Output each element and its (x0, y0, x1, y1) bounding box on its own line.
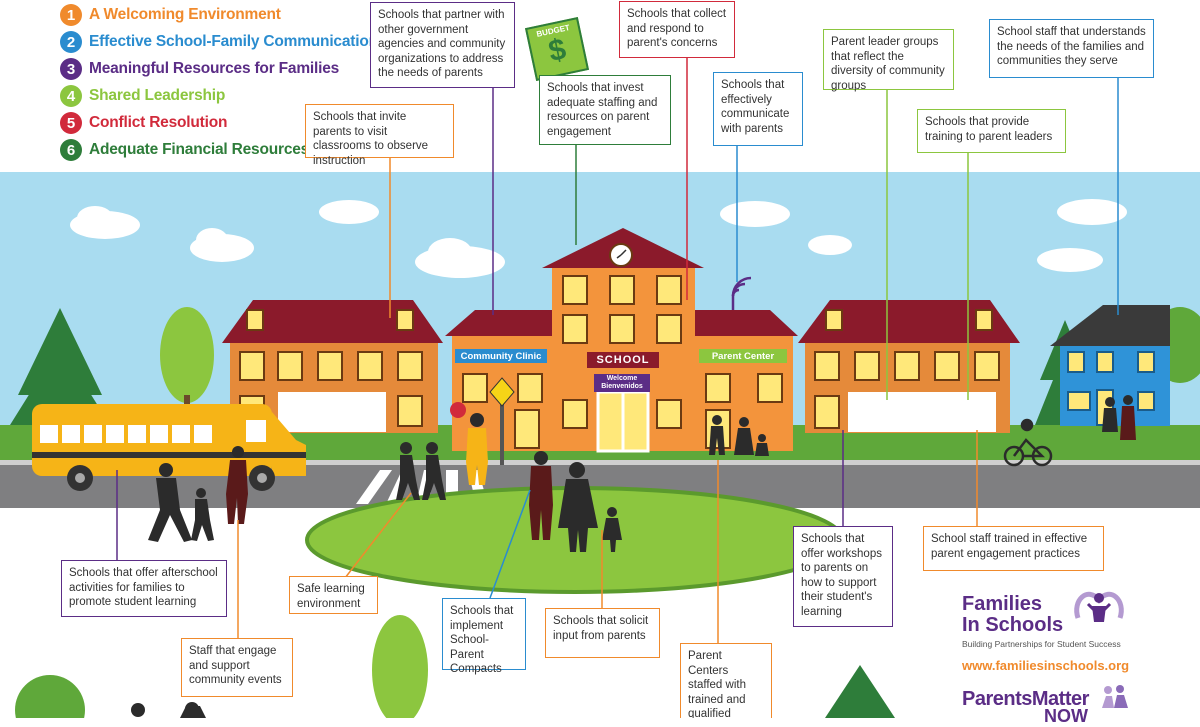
callout-training-leaders: Schools that provide training to parent … (917, 109, 1066, 153)
bienvenidos-text: Bienvenidos (601, 383, 643, 390)
callout-budget-invest: Schools that invest adequate staffing an… (539, 75, 671, 145)
callout-invite-parents: Schools that invite parents to visit cla… (305, 104, 454, 167)
pmn-line2: NOW (1044, 706, 1088, 726)
callout-staff-understands: School staff that understands the needs … (989, 19, 1154, 78)
brand-name-line1: Families (962, 593, 1043, 615)
welcome-text: Welcome (606, 375, 638, 382)
callout-afterschool: Schools that offer afterschool activitie… (61, 560, 227, 617)
callout-partner-agencies: Schools that partner with other governme… (370, 2, 515, 88)
legend-label: A Welcoming Environment (89, 6, 281, 23)
right-building (798, 300, 1020, 433)
clinic-wing (445, 310, 553, 451)
callout-collect-concerns: Schools that collect and respond to pare… (619, 1, 735, 58)
legend-label: Shared Leadership (89, 87, 226, 104)
school-sign: SCHOOL (587, 352, 659, 368)
bottom-people-silhouettes (131, 702, 206, 718)
callout-staff-trained: School staff trained in effective parent… (923, 526, 1104, 571)
pmn-line1: ParentsMatter (962, 688, 1089, 710)
callout-community-events: Staff that engage and support community … (181, 638, 293, 697)
legend-label: Effective School-Family Communications (89, 33, 387, 50)
callout-leader-groups: Parent leader groups that reflect the di… (823, 29, 954, 92)
school-bus (32, 404, 306, 491)
legend-number-badge: 4 (60, 85, 82, 107)
legend-item: 4 Shared Leadership (60, 84, 225, 108)
brand-tagline: Building Partnerships for Student Succes… (962, 639, 1121, 649)
dollar-sign: $ (545, 32, 569, 69)
legend-label: Adequate Financial Resources (89, 141, 310, 158)
legend-item: 5 Conflict Resolution (60, 111, 227, 135)
legend-number-badge: 2 (60, 31, 82, 53)
callout-safe-learning: Safe learning environment (289, 576, 378, 614)
callout-workshops: Schools that offer workshops to parents … (793, 526, 893, 627)
parents-matter-logo: ParentsMatter (962, 688, 1162, 711)
callout-compacts: Schools that implement School-Parent Com… (442, 598, 526, 675)
brand-name-line2: In Schools (962, 614, 1064, 636)
pedestrian-crossing-sign (450, 377, 515, 465)
budget-icon: BUDGET $ (524, 16, 590, 82)
community-clinic-sign: Community Clinic (455, 349, 547, 363)
legend-label: Conflict Resolution (89, 114, 228, 131)
callout-parent-centers: Parent Centers staffed with trained and … (680, 643, 772, 718)
family-logo-icon (1074, 591, 1124, 622)
legend-number-badge: 6 (60, 139, 82, 161)
legend-item: 2 Effective School-Family Communications (60, 30, 386, 54)
legend-label: Meaningful Resources for Families (89, 60, 340, 77)
callout-communicate: Schools that effectively communicate wit… (713, 72, 803, 146)
website-link[interactable]: www.familiesinschools.org (962, 658, 1130, 673)
legend-number-badge: 1 (60, 4, 82, 26)
legend-number-badge: 5 (60, 112, 82, 134)
welcome-sign: Welcome Bienvenidos (594, 374, 650, 392)
people-silhouettes (148, 395, 1136, 552)
parent-center-sign: Parent Center (699, 349, 787, 363)
callout-solicit-input: Schools that solicit input from parents (545, 608, 660, 658)
legend-number-badge: 3 (60, 58, 82, 80)
legend-item: 3 Meaningful Resources for Families (60, 57, 339, 81)
main-school (542, 228, 704, 453)
clouds (70, 199, 1127, 278)
pmn-people-icon (1102, 685, 1128, 708)
families-in-schools-logo: Families In Schools Building Partnership… (962, 594, 1152, 649)
bicycle-rider (1003, 418, 1053, 467)
legend-item: 6 Adequate Financial Resources (60, 138, 309, 162)
legend-item: 1 A Welcoming Environment (60, 3, 281, 27)
wifi-signal-icon (731, 276, 752, 310)
